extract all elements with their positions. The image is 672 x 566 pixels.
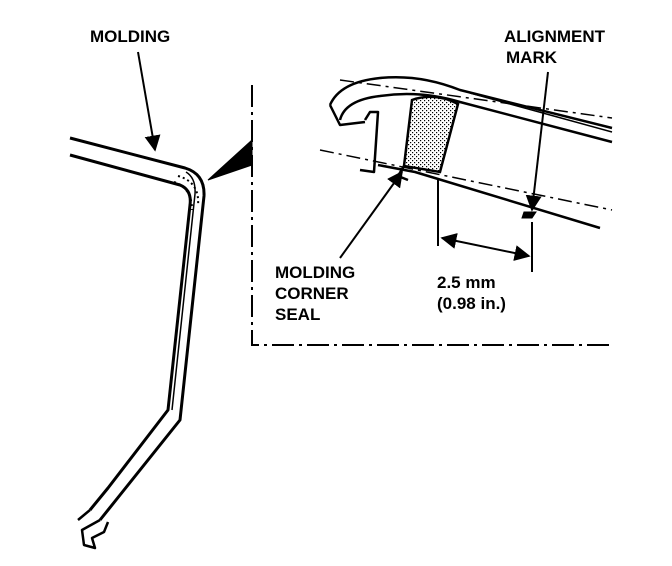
- corner-seal-dots: [173, 175, 200, 211]
- corner-seal-leader: [339, 170, 403, 259]
- corner-seal-label: MOLDING CORNER SEAL: [275, 263, 356, 324]
- alignment-mark-leader: [525, 71, 549, 212]
- zoom-callout: [207, 138, 253, 181]
- molding-strip: [69, 136, 206, 550]
- inset-molding: [319, 75, 613, 230]
- molding-label: MOLDING: [90, 27, 171, 46]
- inset-frame: [251, 85, 614, 346]
- inset-corner-seal: [396, 95, 460, 182]
- dimension-label: 2.5 mm (0.98 in.): [437, 273, 506, 313]
- molding-leader: [137, 51, 161, 152]
- dimension-lines: [437, 178, 533, 272]
- leader-arrows: [137, 51, 549, 259]
- alignment-mark-label: ALIGNMENT MARK: [504, 27, 606, 67]
- alignment-mark-symbol: [521, 211, 537, 219]
